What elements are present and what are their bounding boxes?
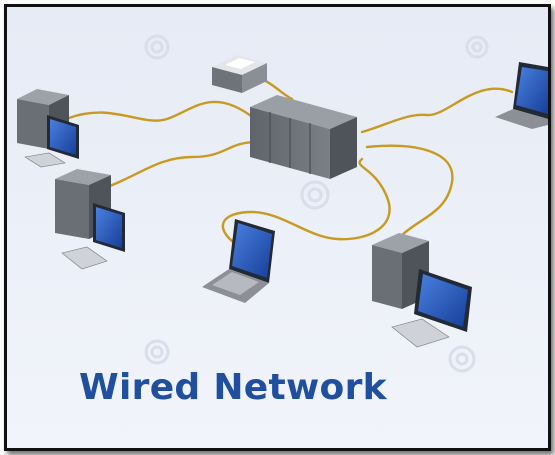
laptop-icon bbox=[495, 62, 548, 129]
desktop-computer-icon bbox=[17, 89, 79, 168]
network-diagram bbox=[7, 7, 548, 448]
diagram-caption: Wired Network bbox=[79, 367, 387, 408]
server-rack-icon bbox=[250, 95, 357, 179]
watermark bbox=[144, 34, 489, 373]
cable-desktop-top-left bbox=[67, 100, 257, 122]
laptop-icon bbox=[202, 219, 275, 303]
cable-laptop-center bbox=[221, 157, 391, 247]
cable-desktop-mid-left bbox=[100, 140, 259, 191]
desktop-computer-icon bbox=[55, 169, 125, 270]
network-cables bbox=[67, 72, 514, 247]
figure-frame: Wired Network bbox=[4, 4, 551, 451]
cable-desktop-bottom-right bbox=[365, 144, 454, 237]
desktop-computer-icon bbox=[372, 233, 472, 348]
printer-icon bbox=[212, 55, 267, 93]
cable-laptop-top-right bbox=[360, 87, 514, 134]
